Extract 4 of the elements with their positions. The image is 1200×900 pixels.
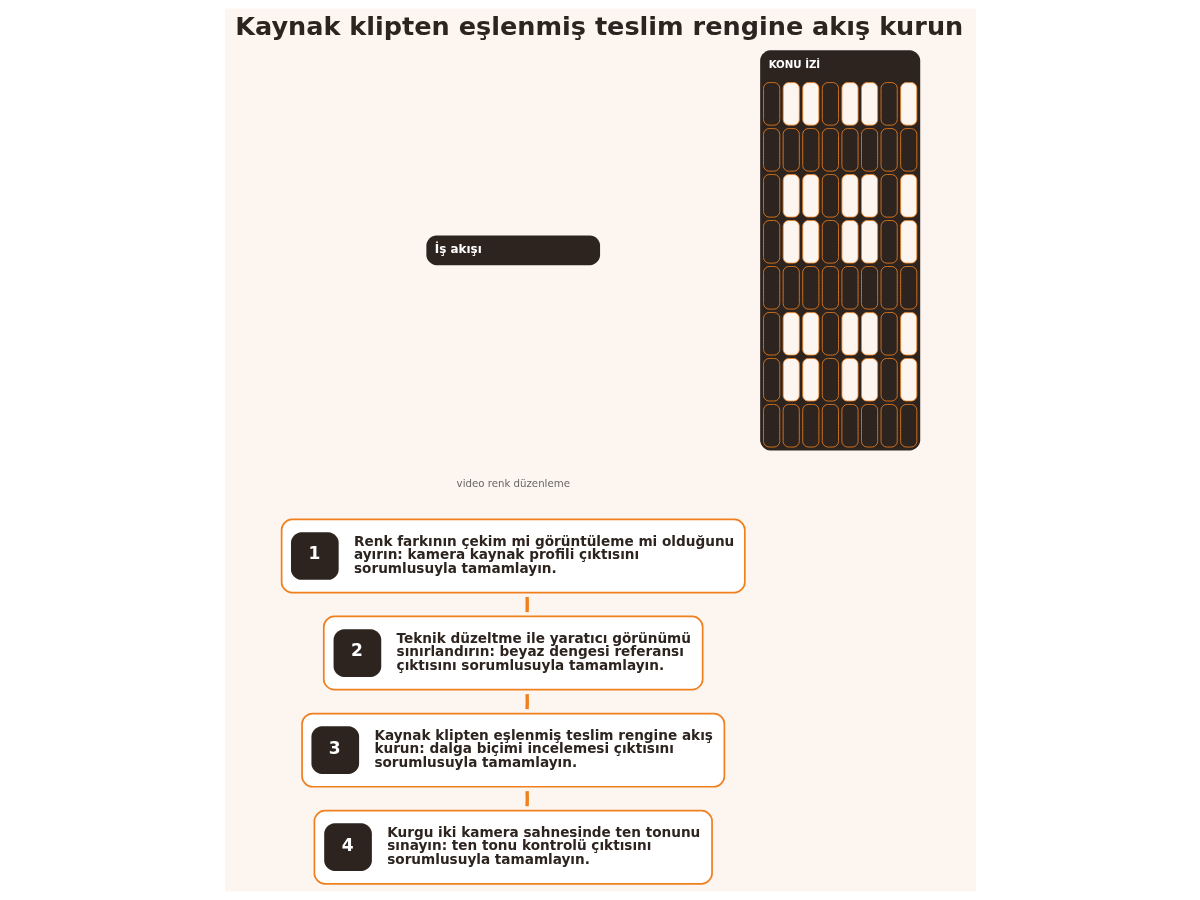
diagram-title: Kaynak klipten eşlenmiş teslim rengine akış kurun [234,10,963,41]
label: İş akışı [434,242,482,257]
label: video renk düzenleme [456,478,570,490]
label: KONU İZİ [768,59,820,71]
